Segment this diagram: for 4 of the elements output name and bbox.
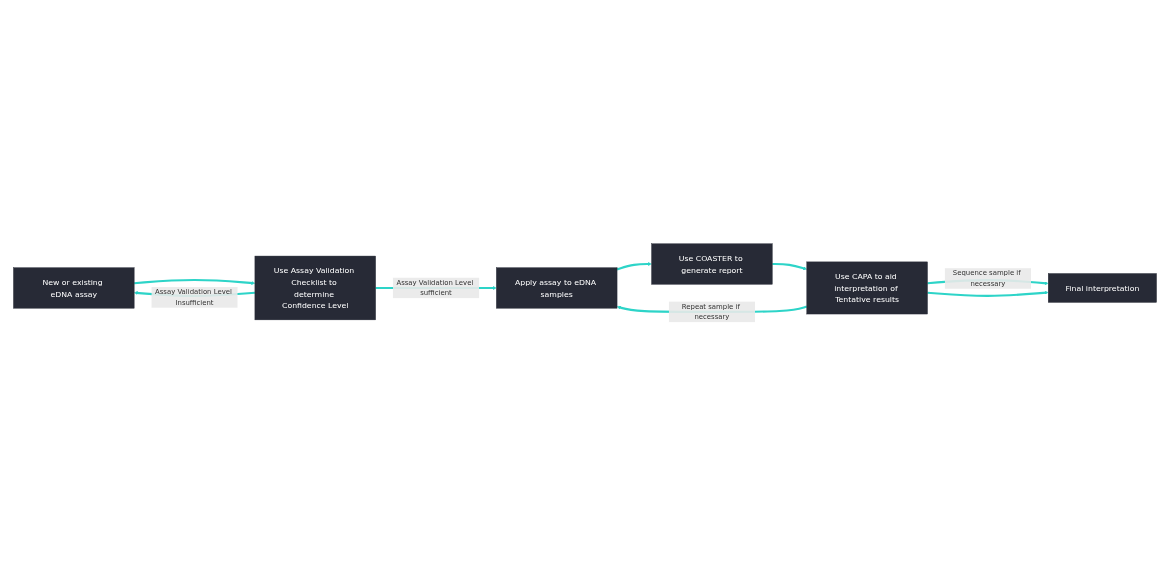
arrow <box>134 278 256 285</box>
arrow <box>616 261 652 270</box>
arrow <box>772 262 807 270</box>
arrow <box>927 290 1049 297</box>
